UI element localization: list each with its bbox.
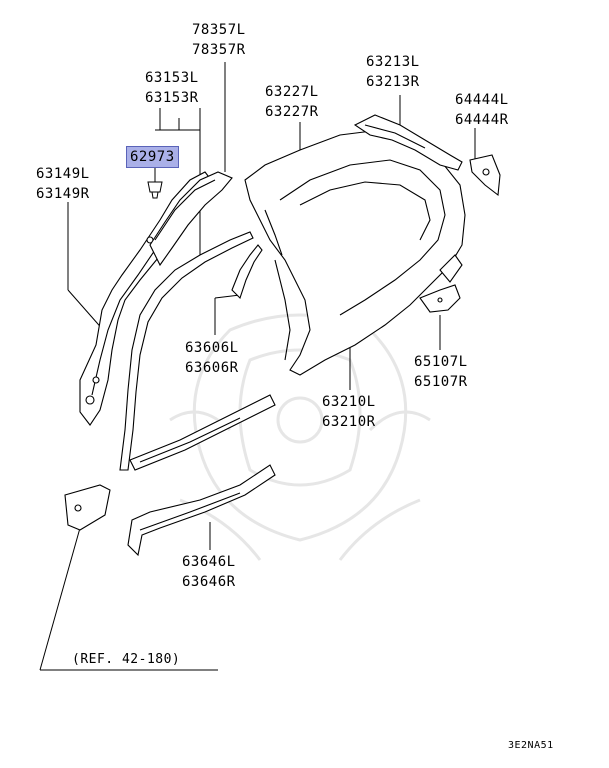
wheelhouse-bracket-part [419, 284, 461, 313]
part-number-left: 63646L [182, 554, 236, 570]
part-label-64444[interactable]: 64444L 64444R [455, 90, 509, 130]
door-opening-trim-part [119, 231, 254, 471]
bracket-part [469, 154, 501, 197]
part-number-left: 63153L [145, 70, 199, 86]
part-label-63210[interactable]: 63210L 63210R [322, 392, 376, 432]
part-number-left: 64444L [455, 92, 509, 108]
part-number-right: 63149R [36, 186, 90, 202]
part-number-left: 63227L [265, 84, 319, 100]
roof-side-rail-part [353, 114, 463, 171]
reference-bracket-part [64, 484, 111, 531]
part-number-left: 63210L [322, 394, 376, 410]
part-number-right: 63153R [145, 90, 199, 106]
side-sill-extension-part [127, 464, 276, 557]
part-number-left: 63606L [185, 340, 239, 356]
part-number-right: 63210R [322, 414, 376, 430]
part-number-right: 63227R [265, 104, 319, 120]
part-label-63149[interactable]: 63149L 63149R [36, 164, 90, 204]
part-label-63646[interactable]: 63646L 63646R [182, 552, 236, 592]
part-number-right: 78357R [192, 42, 246, 58]
part-number-right: 63646R [182, 574, 236, 590]
part-number-left: 63213L [366, 54, 420, 70]
part-label-78357[interactable]: 78357L 78357R [192, 20, 246, 60]
part-label-65107[interactable]: 65107L 65107R [414, 352, 468, 392]
clip-part [147, 181, 163, 199]
side-sill-upper-part [129, 394, 276, 471]
part-label-63213[interactable]: 63213L 63213R [366, 52, 420, 92]
part-number-right: 65107R [414, 374, 468, 390]
part-label-63227[interactable]: 63227L 63227R [265, 82, 319, 122]
reference-note[interactable]: (REF. 42-180) [72, 652, 181, 667]
part-number-left: 78357L [192, 22, 246, 38]
part-number-right: 63213R [366, 74, 420, 90]
part-number-left: 63149L [36, 166, 90, 182]
inner-pillar-strip-part [231, 244, 263, 300]
part-label-63153[interactable]: 63153L 63153R [145, 68, 199, 108]
quarter-panel-part [244, 129, 466, 376]
highlighted-part-label[interactable]: 62973 [126, 146, 179, 168]
part-number-right: 64444R [455, 112, 509, 128]
highlighted-part-number: 62973 [130, 149, 175, 165]
part-number-right: 63606R [185, 360, 239, 376]
part-number-left: 65107L [414, 354, 468, 370]
diagram-code: 3E2NA51 [508, 740, 554, 751]
part-label-63606[interactable]: 63606L 63606R [185, 338, 239, 378]
pillar-reinforcement-part [149, 171, 233, 267]
